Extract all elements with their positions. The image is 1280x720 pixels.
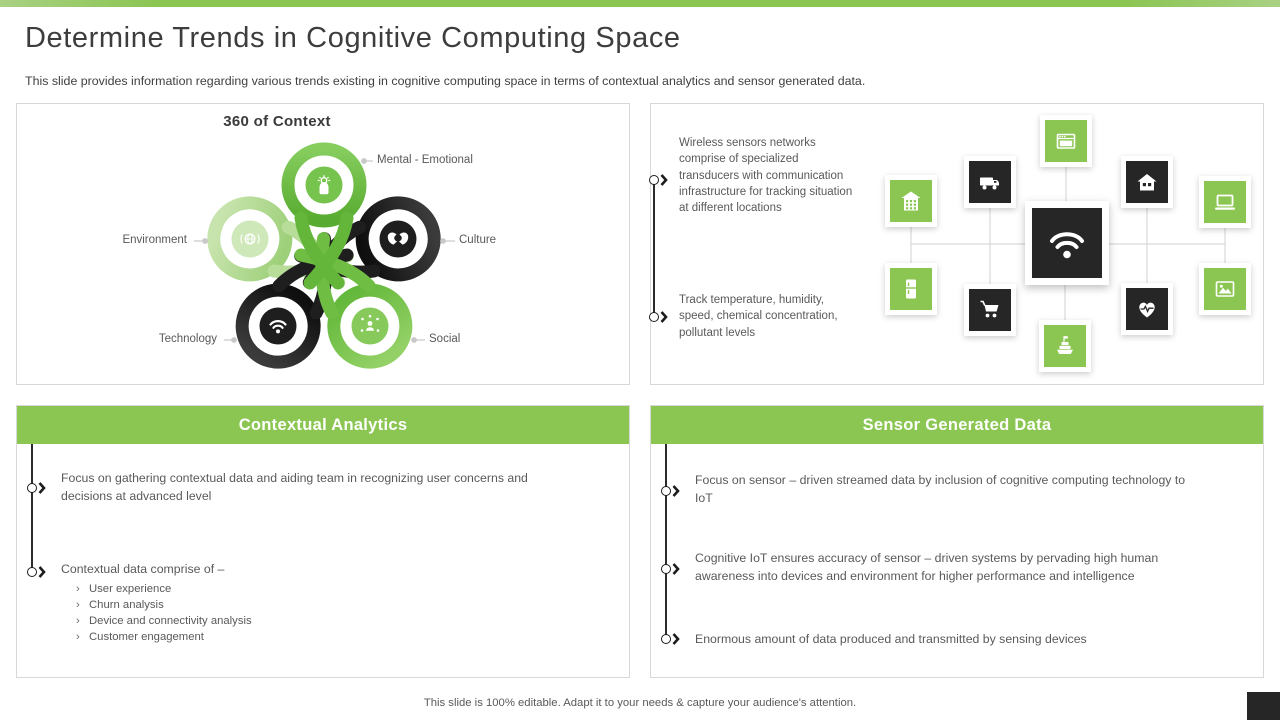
contextual-analytics-panel: Contextual Analytics Focus on gathering …: [16, 405, 630, 678]
circle-icon: [661, 564, 671, 574]
iot-hub: [1025, 201, 1109, 285]
iot-node-house: [1121, 156, 1173, 208]
sub-chevron-icon: ›: [76, 615, 80, 627]
petal-label-mental-emotional: Mental - Emotional: [377, 154, 473, 166]
circle-icon: [649, 175, 659, 185]
sub-bullet: › User experience: [76, 583, 171, 595]
iot-node-fridge: [885, 263, 937, 315]
iot-connector-lines: [910, 162, 1226, 325]
top-accent-bar: [0, 0, 1280, 7]
panel-header: Contextual Analytics: [17, 406, 629, 444]
sub-bullet-text: User experience: [89, 583, 172, 595]
iot-node-cart: [964, 284, 1016, 336]
petal-head-culture: [379, 220, 417, 258]
page-subtitle: This slide provides information regardin…: [25, 74, 866, 88]
context-diagram-panel: 360 of Context: [16, 103, 630, 385]
people-network-icon: [360, 314, 380, 332]
iot-node-laptop: [1199, 176, 1251, 228]
context-diagram-title: 360 of Context: [223, 113, 331, 130]
sensor-bullet-text: Track temperature, humidity, speed, chem…: [679, 294, 838, 339]
chevron-icon: [660, 174, 668, 186]
sub-bullet-text: Customer engagement: [89, 631, 204, 643]
bullet-text: Focus on gathering contextual data and a…: [61, 471, 528, 503]
browser-icon: [1056, 133, 1076, 149]
caring-hands-icon: [387, 232, 409, 245]
petal-label-social: Social: [429, 333, 461, 345]
chevron-icon: [660, 311, 668, 323]
laptop-icon: [1215, 194, 1235, 210]
sub-chevron-icon: ›: [76, 631, 80, 643]
bullet-connector-line: [653, 179, 655, 316]
footer-note: This slide is 100% editable. Adapt it to…: [423, 697, 857, 709]
bullet-text: Enormous amount of data produced and tra…: [695, 632, 1087, 646]
cart-icon: [980, 300, 999, 318]
petal-head-technology: [259, 307, 297, 345]
circle-icon: [27, 567, 37, 577]
image-icon: [1215, 281, 1235, 297]
wifi-icon: [1050, 232, 1084, 259]
bullet-marker: [649, 311, 668, 323]
bullet-marker: [661, 563, 680, 575]
sub-bullet-text: Churn analysis: [89, 599, 164, 611]
heart-pulse-icon: [1139, 302, 1155, 318]
bullet-connector-line: [665, 444, 667, 638]
sensor-generated-data-panel: Sensor Generated Data Focus on sensor – …: [650, 405, 1264, 678]
petal-head-social: [351, 307, 389, 345]
sub-bullet-text: Device and connectivity analysis: [89, 615, 252, 627]
petal-label-technology: Technology: [158, 333, 217, 345]
sensor-network-panel: Wireless sensors networks comprise of sp…: [649, 103, 1264, 385]
sub-bullet: › Customer engagement: [76, 631, 204, 643]
chevron-icon: [38, 566, 46, 578]
sub-bullet: › Device and connectivity analysis: [76, 615, 252, 627]
sub-chevron-icon: ›: [76, 583, 80, 595]
petal-label-environment: Environment: [122, 234, 187, 246]
petal-social: [294, 232, 413, 369]
bullet-text: Focus on sensor – driven streamed data b…: [695, 473, 1186, 505]
sensor-bullet-text: Wireless sensors networks comprise of sp…: [679, 137, 853, 215]
label-connectors: [194, 158, 455, 343]
bullet-connector-line: [31, 444, 33, 571]
context-loop-diagram: [194, 142, 455, 369]
bullet-marker: [27, 482, 46, 494]
bullet-marker: [661, 485, 680, 497]
petal-label-culture: Culture: [459, 234, 497, 246]
chevron-icon: [38, 482, 46, 494]
sub-chevron-icon: ›: [76, 599, 80, 611]
page-title: Determine Trends in Cognitive Computing …: [25, 22, 681, 54]
wifi-icon: [269, 320, 287, 334]
ship-icon: [1057, 336, 1073, 354]
petal-head-environment: [231, 220, 269, 258]
fridge-icon: [906, 279, 916, 299]
truck-icon: [980, 177, 999, 190]
bullet-marker: [661, 633, 680, 645]
panel-header: Sensor Generated Data: [651, 406, 1263, 444]
corner-block: [1247, 692, 1280, 720]
house-icon: [1137, 174, 1157, 191]
iot-node-ship: [1039, 320, 1091, 372]
circle-icon: [661, 634, 671, 644]
bullet-marker: [27, 566, 46, 578]
petal-mental-emotional: [281, 142, 367, 290]
bullet-text: Cognitive IoT ensures accuracy of sensor…: [695, 551, 1159, 583]
iot-node-building: [885, 175, 937, 227]
mind-gear-icon: [317, 175, 331, 195]
circle-icon: [649, 312, 659, 322]
chevron-icon: [672, 485, 680, 497]
iot-node-image: [1199, 263, 1251, 315]
chevron-icon: [672, 633, 680, 645]
circle-icon: [27, 483, 37, 493]
petal-head-mental: [305, 166, 343, 204]
iot-node-heart: [1121, 283, 1173, 335]
building-icon: [901, 191, 921, 211]
circle-icon: [661, 486, 671, 496]
iot-node-browser: [1040, 115, 1092, 167]
globe-icon: [240, 233, 260, 245]
bullet-text: Contextual data comprise of –: [61, 562, 225, 576]
chevron-icon: [672, 563, 680, 575]
sub-bullet: › Churn analysis: [76, 599, 164, 611]
iot-node-truck: [964, 156, 1016, 208]
bullet-marker: [649, 174, 668, 186]
